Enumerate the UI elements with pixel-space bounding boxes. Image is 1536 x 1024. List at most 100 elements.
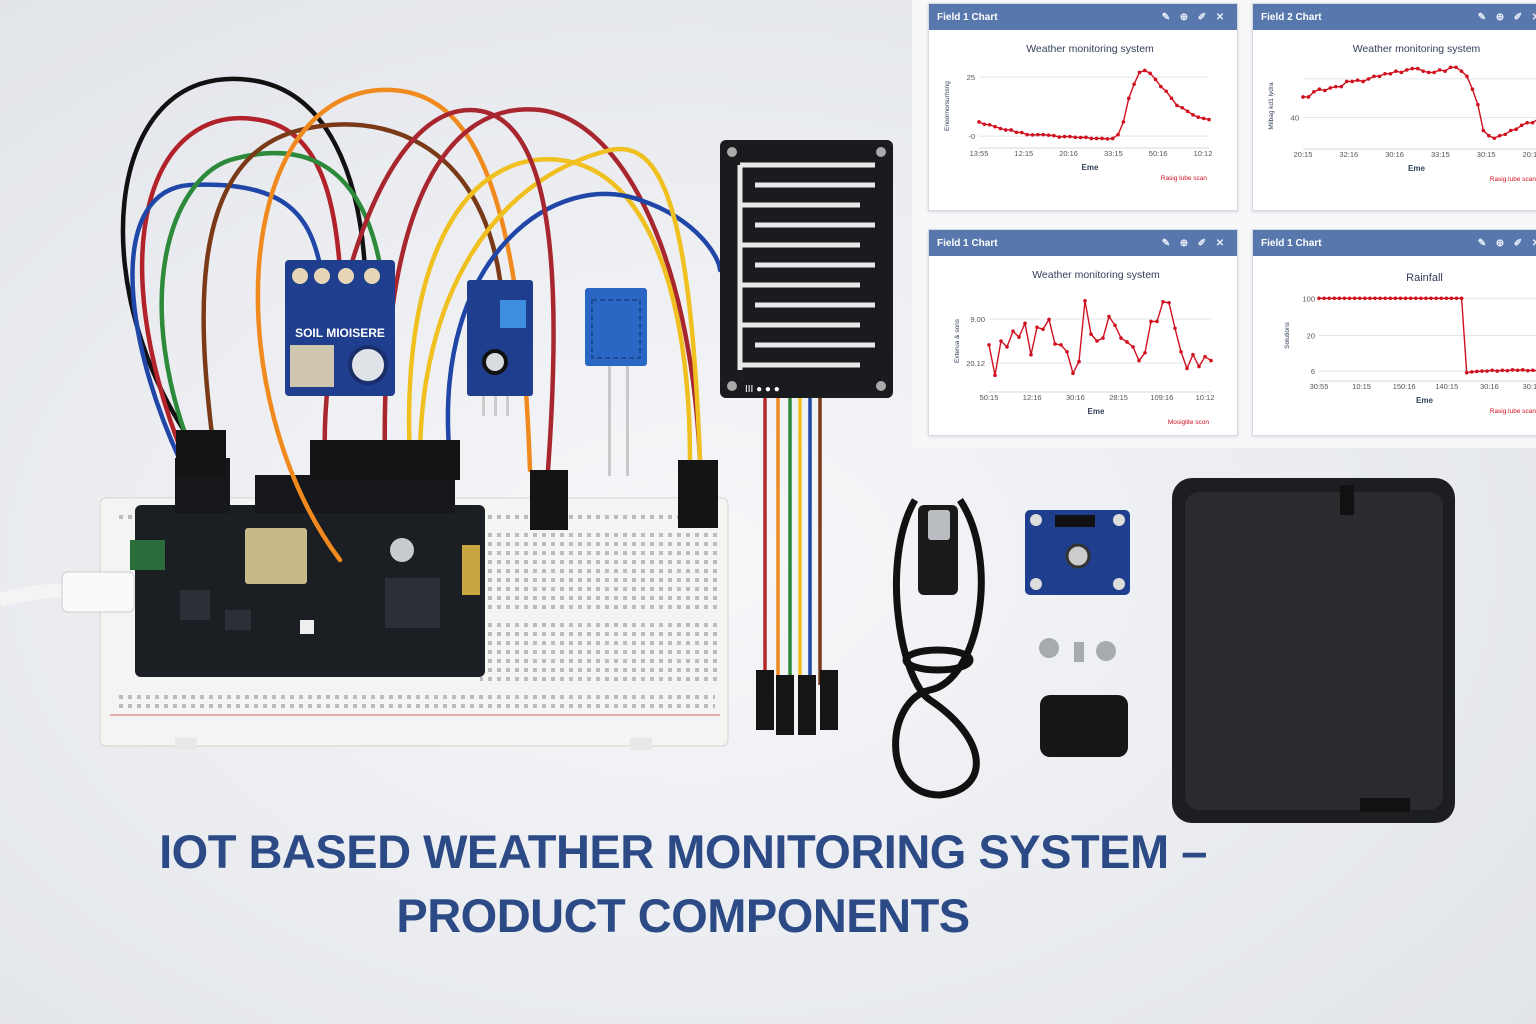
data-point [1179, 349, 1183, 354]
data-point [1519, 123, 1524, 128]
dht11-sensor [585, 288, 647, 476]
data-point [1203, 354, 1207, 359]
y-axis-label: Milbag kd1 lydra [1268, 82, 1275, 130]
close-icon[interactable]: ✕ [1527, 12, 1536, 23]
chart-note: Rasig lube scan [1161, 175, 1208, 182]
data-point [1019, 130, 1024, 135]
series-line [978, 69, 1210, 140]
close-icon[interactable]: ✕ [1527, 238, 1536, 249]
data-point [1480, 369, 1484, 373]
pencil-icon[interactable]: ✐ [1197, 11, 1207, 23]
edit-icon[interactable]: ✎ [1161, 11, 1171, 23]
chart-title: Rainfall [1406, 272, 1443, 284]
data-point [1492, 136, 1497, 141]
edit-icon[interactable]: ✎ [1161, 237, 1171, 249]
data-point [1155, 319, 1159, 324]
data-point [1510, 368, 1515, 372]
data-point [1405, 68, 1409, 72]
data-point [1495, 369, 1500, 373]
pencil-icon[interactable]: ✐ [1197, 237, 1207, 249]
add-circle-icon[interactable]: ⊕ [1495, 11, 1505, 23]
add-circle-icon[interactable]: ⊕ [1179, 237, 1189, 249]
jumper-wires [120, 76, 723, 563]
data-point [1476, 102, 1480, 107]
data-point [999, 339, 1003, 343]
close-icon[interactable]: ✕ [1215, 11, 1225, 23]
data-point [1149, 319, 1153, 324]
data-point [1011, 329, 1015, 333]
data-point [1470, 87, 1475, 92]
close-icon[interactable]: ✕ [1215, 237, 1225, 249]
data-point [1071, 371, 1075, 376]
data-point [1148, 71, 1152, 76]
data-point [1449, 296, 1454, 301]
data-point [1126, 96, 1131, 101]
data-point [987, 343, 991, 347]
x-tick-label: 30:13 [1523, 382, 1536, 391]
edit-icon[interactable]: ✎ [1477, 237, 1487, 249]
data-point [1005, 345, 1009, 349]
y-axis-label: Exterua & sons [954, 318, 961, 363]
data-point [1077, 359, 1081, 364]
data-point [1119, 336, 1123, 340]
data-point [1515, 368, 1520, 373]
data-point [1030, 133, 1035, 137]
data-point [1143, 68, 1147, 73]
data-point [1057, 135, 1062, 139]
pencil-icon[interactable]: ✐ [1513, 11, 1523, 23]
data-point [1323, 88, 1327, 93]
data-point [1403, 296, 1408, 301]
chart-note: Rasig lube scan [1490, 408, 1536, 415]
data-point [1041, 327, 1045, 332]
x-tick-label: 50:15 [980, 393, 999, 402]
data-point [1383, 296, 1388, 301]
data-point [1481, 128, 1486, 133]
x-tick-label: 32:16 [1339, 150, 1358, 159]
data-point [1520, 368, 1525, 372]
data-point [1131, 345, 1135, 349]
y-tick-label: -0 [968, 132, 975, 141]
data-point [993, 373, 997, 378]
edit-icon[interactable]: ✎ [1477, 11, 1487, 23]
data-point [1459, 69, 1464, 73]
chart-panel-rainfall: Field 1 Chart✎⊕✐✕Rainfall10020630:5510:1… [1252, 229, 1536, 436]
data-point [1530, 120, 1535, 125]
data-point [1201, 116, 1206, 121]
rain-sensor-pin-label: III ● ● ● [745, 384, 780, 395]
x-tick-label: 30:55 [1310, 382, 1329, 391]
data-point [1448, 65, 1453, 70]
chart-title: Weather monitoring system [1353, 43, 1481, 55]
y-tick-label: 9.00 [970, 315, 985, 324]
data-point [1107, 314, 1111, 319]
data-point [1443, 69, 1447, 73]
chart-panel-field-2: Field 2 Chart✎⊕✐✕Weather monitoring syst… [1252, 3, 1536, 211]
chart-panel-field-1-b: Field 1 Chart✎⊕✐✕Weather monitoring syst… [928, 229, 1238, 436]
add-circle-icon[interactable]: ⊕ [1495, 237, 1505, 249]
data-point [1393, 296, 1398, 301]
data-point [1485, 369, 1489, 373]
data-point [1434, 296, 1438, 301]
data-point [1095, 339, 1099, 343]
x-tick-label: 28:15 [1109, 393, 1128, 402]
data-point [1023, 321, 1027, 326]
x-tick-label: 30:16 [1385, 150, 1404, 159]
data-point [1531, 368, 1535, 373]
data-point [1344, 79, 1349, 84]
y-tick-label: 20.12 [966, 359, 985, 368]
title-line-2: PRODUCT COMPONENTS [396, 889, 970, 942]
data-point [1500, 368, 1505, 373]
data-point [1333, 84, 1338, 89]
data-point [1439, 296, 1444, 301]
x-tick-label: 12:15 [1014, 149, 1033, 158]
screws [1039, 638, 1116, 662]
data-point [1328, 86, 1333, 90]
add-circle-icon[interactable]: ⊕ [1179, 11, 1189, 23]
data-point [1065, 349, 1069, 354]
data-point [1089, 332, 1093, 336]
x-tick-label: 30:16 [1480, 382, 1499, 391]
data-point [1116, 132, 1120, 137]
x-tick-label: 109:16 [1150, 393, 1173, 402]
pencil-icon[interactable]: ✐ [1513, 237, 1523, 249]
data-point [1052, 133, 1056, 138]
data-point [1337, 296, 1342, 301]
